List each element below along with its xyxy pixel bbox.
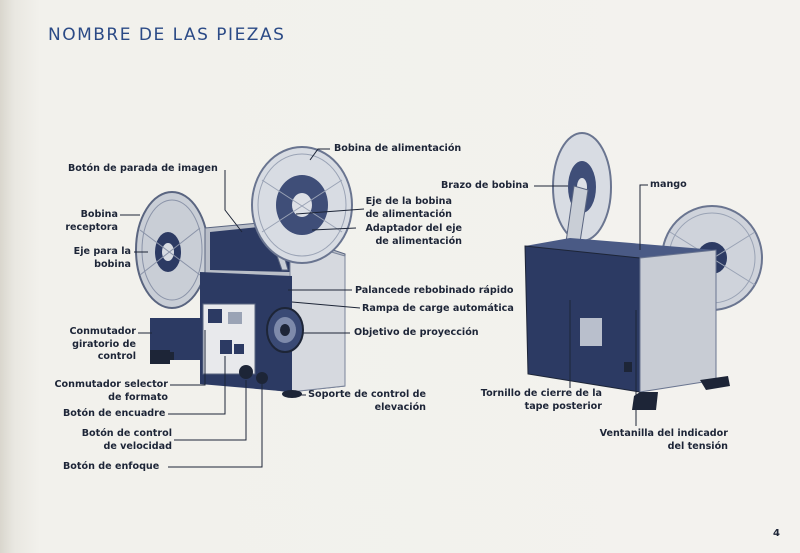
label-conmutador-giratorio: Conmutador giratorio de control bbox=[60, 326, 136, 364]
label-ventanilla-indicador: Ventanilla del indicador del tensión bbox=[596, 428, 728, 453]
take-up-reel-image bbox=[135, 191, 209, 309]
label-line: Botón de control bbox=[81, 428, 172, 439]
label-rampa-carga: Rampa de carge automática bbox=[362, 303, 514, 314]
label-soporte-control-elevacion: Soporte de control de elevación bbox=[306, 389, 426, 414]
label-line: bobina bbox=[94, 258, 131, 270]
label-line: de alimentación bbox=[375, 235, 462, 247]
label-line: giratorio de bbox=[72, 338, 136, 350]
label-line: Tornillo de cierre de la bbox=[480, 388, 602, 399]
label-eje-para-la-bobina: Eje para la bobina bbox=[55, 246, 131, 271]
label-line: elevación bbox=[374, 401, 426, 413]
label-eje-bobina-alimentacion: Eje de la bobina de alimentación bbox=[350, 196, 452, 221]
label-mango: mango bbox=[650, 179, 687, 190]
page-title: NOMBRE DE LAS PIEZAS bbox=[48, 25, 286, 45]
label-line: Bobina bbox=[80, 209, 118, 220]
label-boton-enfoque: Botón de enfoque bbox=[63, 461, 160, 472]
label-line: control bbox=[97, 351, 136, 362]
label-palanca-rebobinado: Palancede rebobinado rápido bbox=[355, 285, 514, 296]
label-objetivo-proyeccion: Objetivo de proyección bbox=[354, 327, 479, 338]
label-line: Soporte de control de bbox=[308, 389, 426, 400]
label-bobina-receptora: Bobina receptora bbox=[60, 209, 118, 234]
feed-reel-image bbox=[251, 146, 353, 264]
label-line: de formato bbox=[108, 391, 168, 403]
label-conmutador-selector: Conmutador selector de formato bbox=[52, 379, 169, 404]
label-line: Ventanilla del indicador bbox=[599, 428, 728, 439]
label-line: de velocidad bbox=[103, 440, 172, 452]
label-line: tape posterior bbox=[524, 400, 602, 412]
label-line: de alimentación bbox=[365, 208, 452, 220]
label-brazo-bobina: Brazo de bobina bbox=[441, 180, 529, 191]
label-bobina-alimentacion: Bobina de alimentación bbox=[334, 143, 462, 154]
rear-top-reel-image bbox=[552, 132, 612, 242]
label-line: Conmutador bbox=[69, 326, 136, 337]
label-line: Eje para la bbox=[73, 246, 131, 257]
label-boton-control-velocidad: Botón de control de velocidad bbox=[60, 428, 172, 453]
rear-projector-image bbox=[524, 132, 763, 410]
label-boton-encuadre: Botón de encuadre bbox=[63, 408, 166, 419]
label-line: receptora bbox=[65, 221, 118, 233]
leader-lines bbox=[120, 148, 648, 468]
page-number: 4 bbox=[773, 528, 780, 539]
label-boton-parada-imagen: Botón de parada de imagen bbox=[68, 163, 218, 174]
label-adaptador-eje: Adaptador del eje de alimentación bbox=[350, 223, 462, 248]
label-tornillo-cierre: Tornillo de cierre de la tape posterior bbox=[470, 388, 602, 413]
label-line: Conmutador selector bbox=[54, 379, 169, 390]
label-line: Adaptador del eje bbox=[365, 223, 462, 234]
label-line: del tensión bbox=[667, 440, 728, 452]
front-projector-image bbox=[135, 146, 353, 398]
label-line: Eje de la bobina bbox=[365, 196, 452, 207]
